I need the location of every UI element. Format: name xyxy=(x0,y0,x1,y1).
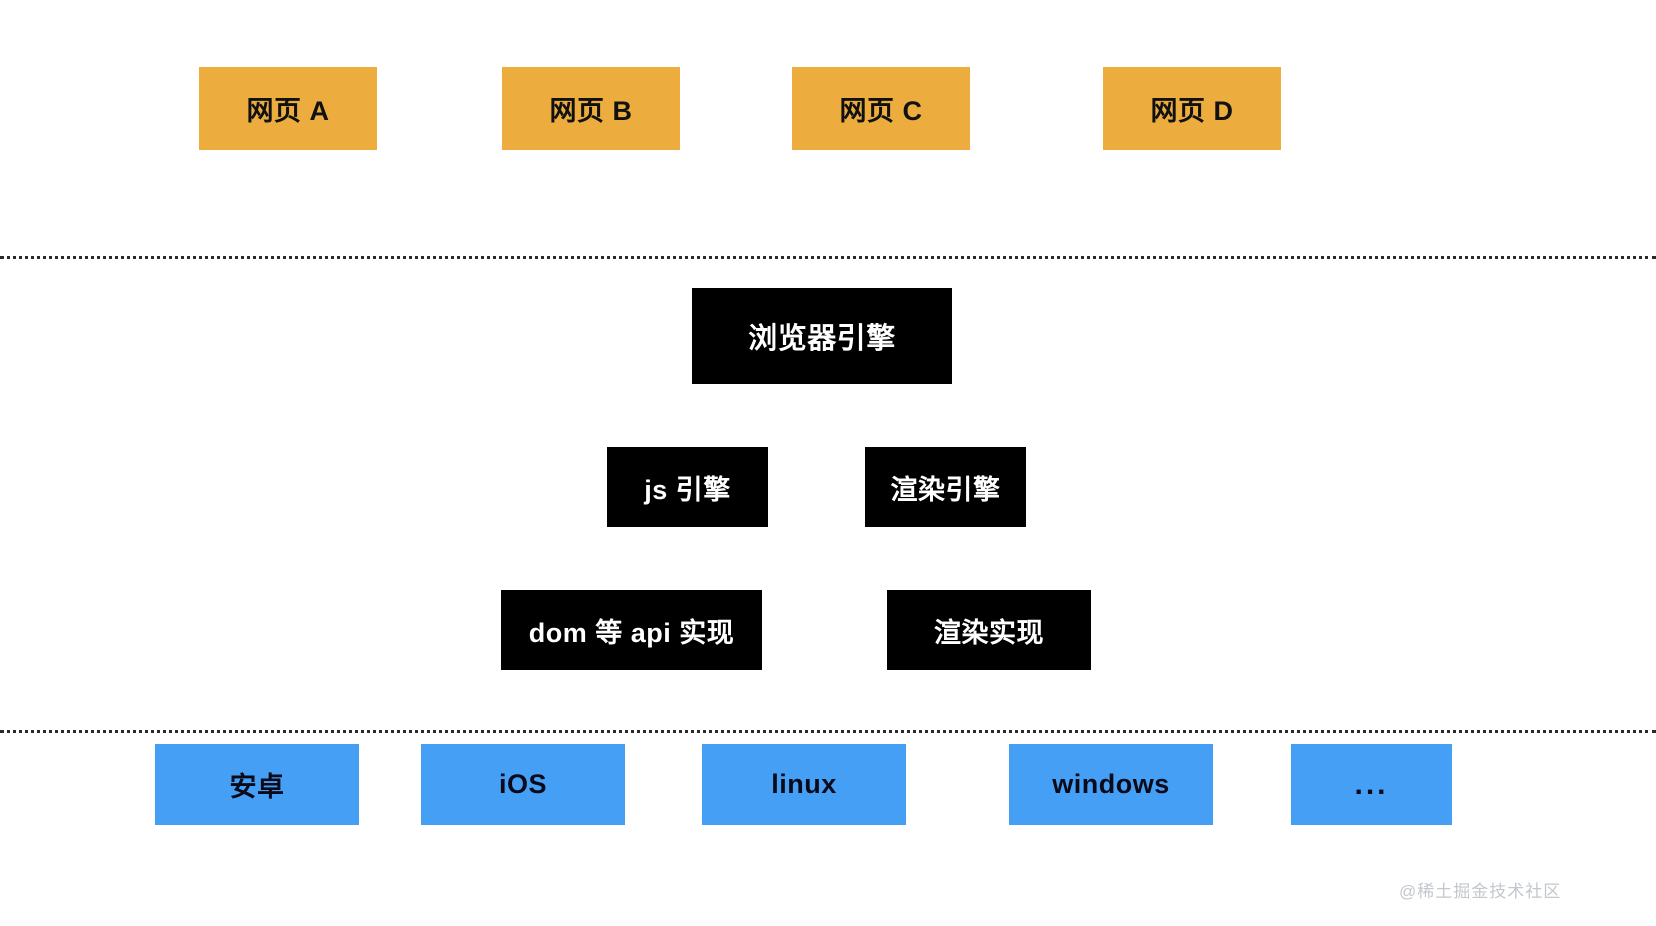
os-box-android: 安卓 xyxy=(155,744,359,825)
os-box-linux: linux xyxy=(702,744,906,825)
watermark: @稀土掘金技术社区 xyxy=(1399,882,1562,901)
render-engine-box: 渲染引擎 xyxy=(865,447,1026,527)
page-box-d: 网页 D xyxy=(1103,67,1281,150)
page-box-c: 网页 C xyxy=(792,67,970,150)
page-box-b: 网页 B xyxy=(502,67,680,150)
js-engine-box: js 引擎 xyxy=(607,447,768,527)
page-box-a: 网页 A xyxy=(199,67,377,150)
render-impl-box: 渲染实现 xyxy=(887,590,1091,670)
os-box-ios: iOS xyxy=(421,744,625,825)
os-box-windows: windows xyxy=(1009,744,1213,825)
os-box-more: ... xyxy=(1291,744,1452,825)
divider-pages-engine xyxy=(0,256,1656,259)
divider-engine-os xyxy=(0,730,1656,733)
browser-engine-box: 浏览器引擎 xyxy=(692,288,952,384)
dom-api-impl-box: dom 等 api 实现 xyxy=(501,590,762,670)
